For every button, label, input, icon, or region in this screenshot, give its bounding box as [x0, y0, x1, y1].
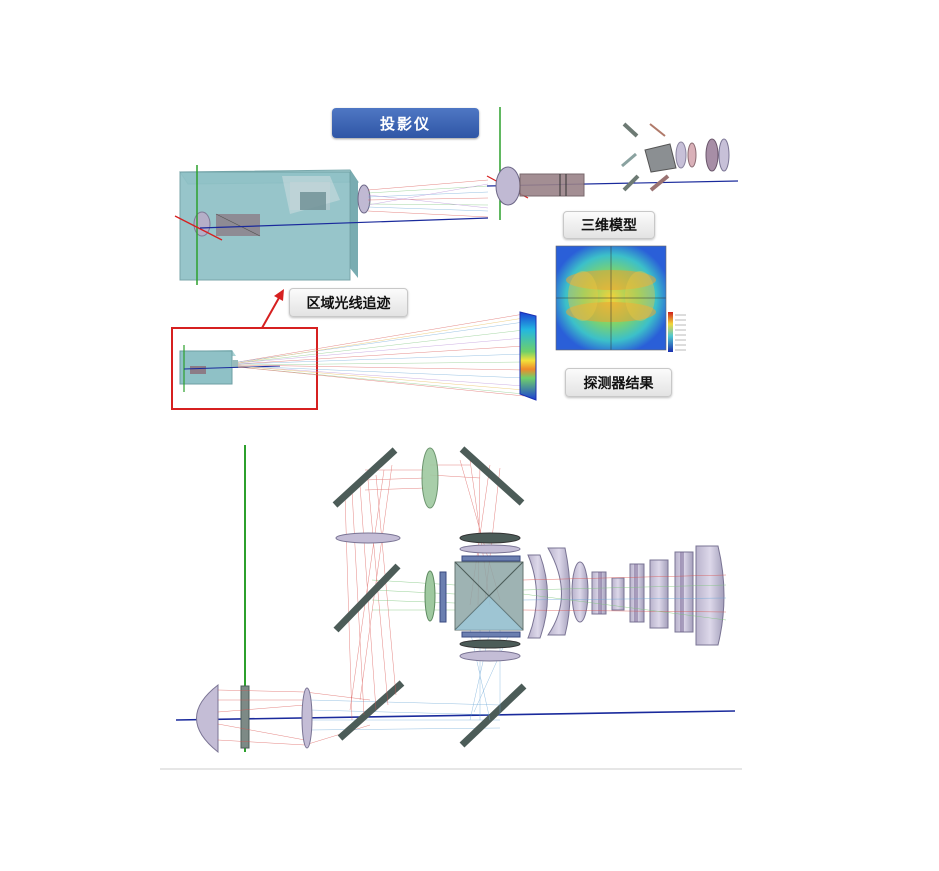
region-ray-trace-view — [171, 289, 537, 410]
label-region-ray-trace: 区域光线追迹 — [289, 288, 408, 317]
projector-housing-view — [174, 165, 489, 285]
label-detector-result: 探测器结果 — [565, 368, 672, 397]
three-d-model-view — [486, 107, 739, 220]
title-projector: 投影仪 — [332, 108, 479, 138]
optical-layout-detail — [175, 445, 736, 754]
label-3d-model: 三维模型 — [563, 211, 655, 239]
detector-heatmap — [547, 242, 686, 360]
